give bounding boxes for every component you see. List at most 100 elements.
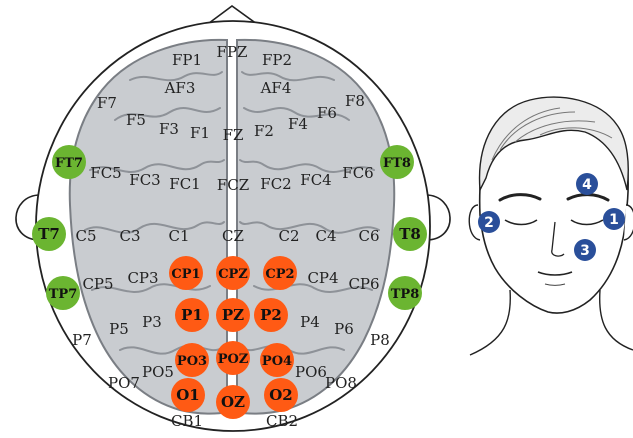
electrode-po3: PO3 [175, 343, 209, 377]
electrode-f1: F1 [190, 124, 210, 142]
face-marker-4: 4 [576, 173, 598, 195]
electrode-label-po4: PO4 [262, 354, 292, 369]
electrode-label-fcz: FCZ [217, 176, 249, 194]
electrode-c5: C5 [75, 227, 96, 245]
electrode-label-p8: P8 [370, 331, 390, 349]
electrode-label-c4: C4 [315, 227, 336, 245]
electrode-o2: O2 [264, 378, 298, 412]
electrode-label-p3: P3 [142, 313, 162, 331]
electrode-label-f8: F8 [345, 92, 365, 110]
electrode-po8: PO8 [325, 374, 357, 392]
electrode-c3: C3 [119, 227, 140, 245]
electrode-p3: P3 [142, 313, 162, 331]
electrode-label-fc1: FC1 [169, 175, 200, 193]
electrode-label-cz: CZ [222, 227, 244, 245]
electrode-fc1: FC1 [169, 175, 200, 193]
electrode-label-cp6: CP6 [348, 275, 379, 293]
electrode-label-tp8: TP8 [391, 287, 420, 302]
electrode-p5: P5 [109, 320, 129, 338]
electrode-fc4: FC4 [300, 171, 331, 189]
electrode-label-f5: F5 [126, 111, 146, 129]
electrode-label-tp7: TP7 [49, 287, 78, 302]
electrode-label-po7: PO7 [108, 374, 140, 392]
electrode-fpz: FPZ [217, 43, 248, 61]
electrode-p6: P6 [334, 320, 354, 338]
electrode-label-f7: F7 [97, 94, 117, 112]
electrode-cb1: CB1 [171, 412, 203, 430]
electrode-f2: F2 [254, 122, 274, 140]
electrode-label-poz: POZ [218, 352, 249, 367]
electrode-label-p7: P7 [72, 331, 92, 349]
face-marker-label: 4 [582, 177, 592, 193]
electrode-tp8: TP8 [388, 276, 422, 310]
electrode-c4: C4 [315, 227, 336, 245]
electrode-cp3: CP3 [127, 269, 158, 287]
electrode-label-cp5: CP5 [82, 275, 113, 293]
electrode-label-ft7: FT7 [55, 156, 83, 171]
electrode-label-p4: P4 [300, 313, 320, 331]
electrode-label-po3: PO3 [177, 354, 207, 369]
face-marker-1: 1 [603, 208, 625, 230]
electrode-label-f6: F6 [317, 104, 337, 122]
electrode-fp1: FP1 [172, 51, 202, 69]
electrode-label-f3: F3 [159, 120, 179, 138]
electrode-label-p2: P2 [260, 306, 282, 324]
electrode-c2: C2 [278, 227, 299, 245]
electrode-label-fc3: FC3 [129, 171, 160, 189]
electrode-label-fpz: FPZ [217, 43, 248, 61]
electrode-label-fc4: FC4 [300, 171, 331, 189]
electrode-label-po5: PO5 [142, 363, 174, 381]
face-marker-label: 1 [609, 212, 619, 228]
electrode-label-af3: AF3 [164, 79, 196, 97]
electrode-cz: CZ [222, 227, 244, 245]
electrode-fp2: FP2 [262, 51, 292, 69]
face-marker-label: 2 [484, 215, 494, 231]
electrode-p7: P7 [72, 331, 92, 349]
electrode-label-cp3: CP3 [127, 269, 158, 287]
electrode-p4: P4 [300, 313, 320, 331]
electrode-po6: PO6 [295, 363, 327, 381]
electrode-po4: PO4 [260, 343, 294, 377]
neck-left [470, 290, 510, 355]
electrode-label-f1: F1 [190, 124, 210, 142]
electrode-label-af4: AF4 [260, 79, 292, 97]
electrode-cp6: CP6 [348, 275, 379, 293]
electrode-o1: O1 [171, 378, 205, 412]
electrode-label-pz: PZ [222, 306, 244, 324]
electrode-f8: F8 [345, 92, 365, 110]
electrode-cpz: CPZ [216, 256, 250, 290]
electrode-label-cp4: CP4 [307, 269, 338, 287]
electrode-c6: C6 [358, 227, 379, 245]
face-marker-2: 2 [478, 211, 500, 233]
electrode-po5: PO5 [142, 363, 174, 381]
electrode-f5: F5 [126, 111, 146, 129]
electrode-label-p6: P6 [334, 320, 354, 338]
electrode-po7: PO7 [108, 374, 140, 392]
electrode-label-t7: T7 [38, 225, 60, 243]
electrode-cb2: CB2 [266, 412, 298, 430]
electrode-f6: F6 [317, 104, 337, 122]
electrode-p1: P1 [175, 298, 209, 332]
electrode-fc5: FC5 [90, 164, 121, 182]
electrode-label-p1: P1 [181, 306, 203, 324]
electrode-label-fz: FZ [223, 126, 244, 144]
electrode-f4: F4 [288, 115, 308, 133]
electrode-label-fp2: FP2 [262, 51, 292, 69]
electrode-label-cpz: CPZ [218, 267, 248, 282]
electrode-p2: P2 [254, 298, 288, 332]
electrode-oz: OZ [216, 385, 250, 419]
electrode-fc2: FC2 [260, 175, 291, 193]
electrode-p8: P8 [370, 331, 390, 349]
electrode-label-c2: C2 [278, 227, 299, 245]
electrode-cp2: CP2 [263, 256, 297, 290]
electrode-label-po8: PO8 [325, 374, 357, 392]
electrode-label-f4: F4 [288, 115, 308, 133]
electrode-label-c5: C5 [75, 227, 96, 245]
electrode-ft7: FT7 [52, 145, 86, 179]
electrode-label-ft8: FT8 [383, 156, 411, 171]
electrode-pz: PZ [216, 298, 250, 332]
electrode-fc3: FC3 [129, 171, 160, 189]
electrode-label-fp1: FP1 [172, 51, 202, 69]
electrode-cp4: CP4 [307, 269, 338, 287]
